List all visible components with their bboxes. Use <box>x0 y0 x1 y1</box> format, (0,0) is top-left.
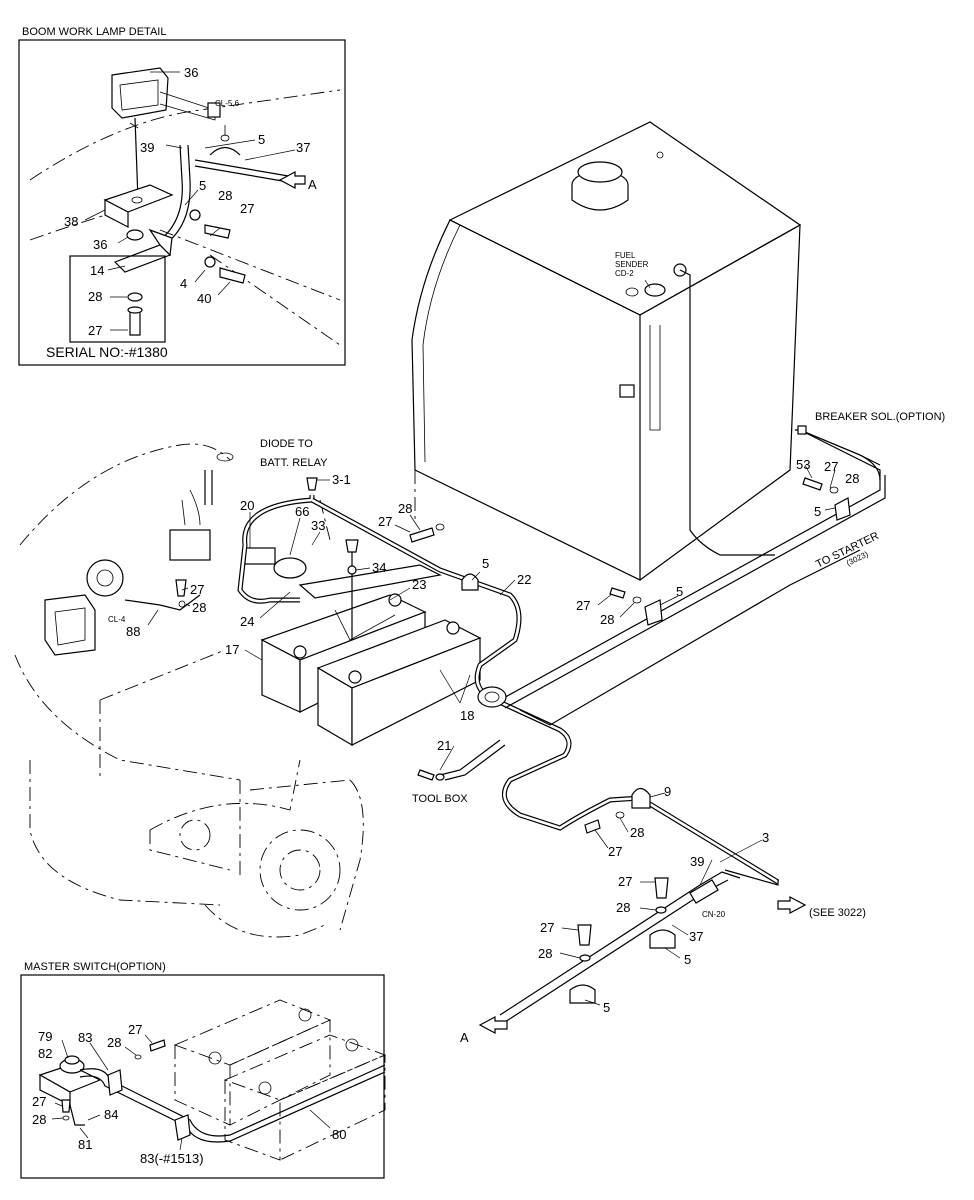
battery-18 <box>316 619 482 747</box>
label-14: 14 <box>90 263 104 278</box>
label-38: 38 <box>64 214 78 229</box>
label-36b: 36 <box>93 237 107 252</box>
label-4: 4 <box>180 276 187 291</box>
label-5b: 5 <box>199 178 206 193</box>
label-28f: 28 <box>616 900 630 915</box>
master-switch-inset: MASTER SWITCH(OPTION) <box>20 961 387 1179</box>
label-27: 27 <box>128 1022 142 1037</box>
label-5: 5 <box>258 132 265 147</box>
label-17: 17 <box>225 642 239 657</box>
label-22: 22 <box>517 572 531 587</box>
caption-cl-4: CL-4 <box>108 615 126 624</box>
inset-title: BOOM WORK LAMP DETAIL <box>22 26 166 38</box>
label-arrow-a: A <box>308 177 317 192</box>
label-20: 20 <box>240 498 254 513</box>
caption-sender: SENDER <box>615 260 649 269</box>
label-5d: 5 <box>684 952 691 967</box>
caption-diode-to: DIODE TO <box>260 438 313 450</box>
caption-cd-2: CD-2 <box>615 269 634 278</box>
label-40: 40 <box>197 291 211 306</box>
caption-batt-relay: BATT. RELAY <box>260 457 328 469</box>
caption-breaker-sol: BREAKER SOL.(OPTION) <box>815 411 945 423</box>
inset-title: MASTER SWITCH(OPTION) <box>24 961 166 973</box>
label-36: 36 <box>184 65 198 80</box>
label-79: 79 <box>38 1029 52 1044</box>
caption-cn-20: CN-20 <box>702 910 726 919</box>
boom-work-lamp-detail-inset: BOOM WORK LAMP DETAIL <box>18 26 346 366</box>
label-66: 66 <box>295 504 309 519</box>
label-5e: 5 <box>603 1000 610 1015</box>
label-27e: 27 <box>608 844 622 859</box>
label-3: 3 <box>762 830 769 845</box>
label-83-serial: 83(-#1513) <box>140 1151 204 1166</box>
caption-fuel: FUEL <box>615 251 636 260</box>
label-5c: 5 <box>676 584 683 599</box>
label-28: 28 <box>107 1035 121 1050</box>
label-5a: 5 <box>482 556 489 571</box>
inset-frame <box>20 974 385 1179</box>
label-27a: 27 <box>378 514 392 529</box>
label-28a: 28 <box>398 501 412 516</box>
label-28b: 28 <box>192 600 206 615</box>
label-33: 33 <box>311 518 325 533</box>
label-27b: 27 <box>88 323 102 338</box>
label-27b: 27 <box>32 1094 46 1109</box>
label-28d: 28 <box>600 612 614 627</box>
label-cl-5-6: CL-5,6 <box>215 99 240 108</box>
label-28c: 28 <box>845 471 859 486</box>
work-lamp-icon <box>111 67 221 121</box>
main-assembly: DIODE TO BATT. RELAY BREAKER SOL.(OPTION… <box>14 121 945 1045</box>
label-39: 39 <box>690 854 704 869</box>
label-27c: 27 <box>824 459 838 474</box>
caption-tool-box: TOOL BOX <box>412 793 468 805</box>
label-27d: 27 <box>576 598 590 613</box>
caption-arrow-a: A <box>460 1030 469 1045</box>
label-28g: 28 <box>538 946 552 961</box>
label-83: 83 <box>78 1030 92 1045</box>
label-28b: 28 <box>88 289 102 304</box>
label-18: 18 <box>460 708 474 723</box>
serial-number: SERIAL NO:-#1380 <box>46 344 168 360</box>
label-34: 34 <box>372 560 386 575</box>
label-27: 27 <box>240 201 254 216</box>
label-53: 53 <box>796 457 810 472</box>
label-5b: 5 <box>814 504 821 519</box>
label-27b: 27 <box>190 582 204 597</box>
label-37: 37 <box>296 140 310 155</box>
label-28e: 28 <box>630 825 644 840</box>
label-24: 24 <box>240 614 254 629</box>
fuel-tank <box>411 121 802 581</box>
label-80: 80 <box>332 1127 346 1142</box>
label-88: 88 <box>126 624 140 639</box>
caption-see-3022: (SEE 3022) <box>809 907 866 919</box>
label-27g: 27 <box>540 920 554 935</box>
label-37: 37 <box>689 929 703 944</box>
label-82: 82 <box>38 1046 52 1061</box>
inset-frame <box>18 39 346 366</box>
label-9: 9 <box>664 784 671 799</box>
label-28b: 28 <box>32 1112 46 1127</box>
label-21: 21 <box>437 738 451 753</box>
label-84: 84 <box>104 1107 118 1122</box>
label-27f: 27 <box>618 874 632 889</box>
label-39: 39 <box>140 140 154 155</box>
label-23: 23 <box>412 577 426 592</box>
label-81: 81 <box>78 1137 92 1152</box>
label-3-1: 3-1 <box>332 472 351 487</box>
label-28: 28 <box>218 188 232 203</box>
